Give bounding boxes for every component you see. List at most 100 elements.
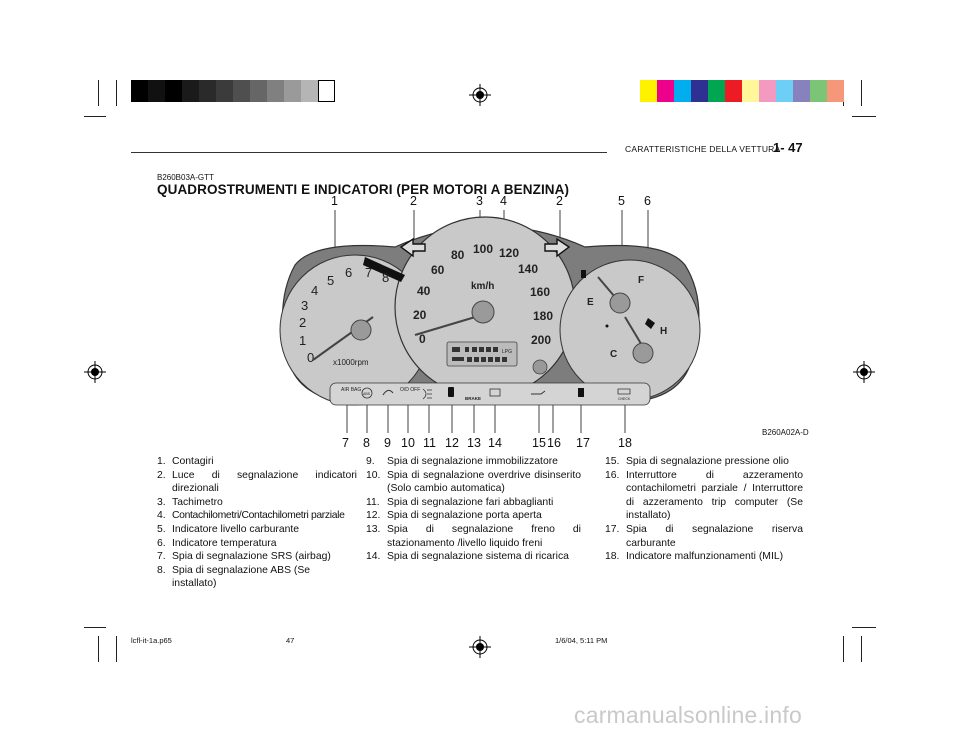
crop-mark [861, 636, 862, 662]
tach-label: 4 [311, 283, 318, 298]
callout-number: 7 [342, 436, 349, 450]
abs-light-icon [361, 387, 373, 399]
callout-number: 15 [532, 436, 546, 450]
temp-hub [632, 342, 654, 364]
fuel-icon [581, 270, 586, 278]
speed-label: 20 [413, 308, 427, 322]
temp-cold-label: C [610, 349, 617, 360]
list-item: 18.Indicatore malfunzionamenti (MIL) [605, 551, 784, 563]
fuel-empty-label: E [587, 297, 594, 308]
speed-label: 100 [473, 242, 493, 256]
turn-signal-right-icon [544, 237, 571, 258]
callout-number: 5 [618, 194, 625, 208]
watermark: carmanualsonline.info [574, 702, 802, 728]
tach-label: 6 [345, 265, 352, 280]
fuel-redzone [645, 318, 655, 329]
immobilizer-light-icon [382, 389, 394, 396]
temp-needle [624, 316, 644, 348]
list-item: 2.Luce di segnalazione indicatori direzi… [157, 469, 357, 495]
list-item: 9.Spia di segnalazione immobilizzatore [366, 456, 558, 467]
trip-reset-knob [532, 359, 548, 375]
airbag-light-label: AIR BAG [341, 387, 361, 393]
tach-hub [350, 319, 372, 341]
legend-list-column-1: 1.Contagiri 2.Luce di segnalazione indic… [157, 455, 357, 591]
list-item: 3.Tachimetro [157, 496, 223, 508]
speed-label: 180 [533, 309, 553, 323]
callout-number: 17 [576, 436, 590, 450]
speed-label: 120 [499, 246, 519, 260]
fuel-hub [609, 292, 631, 314]
crop-mark [84, 116, 106, 117]
list-item: 1.Contagiri [157, 456, 214, 467]
callout-number: 11 [423, 436, 436, 450]
tachometer-redzone [363, 257, 405, 282]
color-bar [640, 80, 844, 102]
instrument-cluster-illustration: 0 1 2 3 4 5 6 7 8 x1000rpm 0 20 40 60 80… [279, 210, 701, 433]
callout-number: 4 [500, 194, 507, 208]
callout-number: 3 [476, 194, 483, 208]
list-item: 11.Spia di segnalazione fari abbaglianti [366, 496, 554, 508]
registration-target-icon [469, 84, 491, 106]
registration-target-icon [469, 636, 491, 658]
section-title: CARATTERISTICHE DELLA VETTURA [625, 144, 781, 154]
speedo-hub [471, 300, 495, 324]
tach-label: 3 [301, 298, 308, 313]
tach-label: 2 [299, 315, 306, 330]
page-title: QUADROSTRUMENTI E INDICATORI (PER MOTORI… [157, 182, 570, 197]
tach-label: 7 [365, 265, 372, 280]
legend-list-column-2: 9.Spia di segnalazione immobilizzatore 1… [366, 455, 581, 564]
crop-mark [861, 80, 862, 106]
list-item: 12.Spia di segnalazione porta aperta [366, 510, 542, 522]
callout-number: 18 [618, 436, 632, 450]
document-code: B260B03A-GTT [157, 173, 214, 182]
registration-target-icon [84, 361, 106, 383]
crop-mark [98, 636, 99, 662]
speed-label: 0 [419, 332, 426, 346]
crop-mark [84, 627, 106, 628]
callout-number: 16 [547, 436, 561, 450]
check-engine-label: CHECK [618, 397, 631, 401]
tach-label: 5 [327, 273, 334, 288]
legend-list-column-3: 15.Spia di segnalazione pressione olio 1… [605, 455, 803, 564]
speed-label: 140 [518, 262, 538, 276]
speed-label: 200 [531, 333, 551, 347]
list-item: 15.Spia di segnalazione pressione olio [605, 456, 789, 467]
footer-filename: lcfl-it-1a.p65 [131, 636, 172, 645]
callout-number: 6 [644, 194, 651, 208]
callout-number: 2 [556, 194, 563, 208]
speed-label: 160 [530, 285, 550, 299]
crop-mark [116, 636, 117, 662]
list-item: 13.Spia di segnalazione freno di stazion… [366, 523, 581, 549]
page-number: 1- 47 [773, 140, 803, 155]
speed-label: 60 [431, 263, 445, 277]
crop-mark [852, 627, 876, 628]
registration-target-icon [853, 361, 875, 383]
callout-number: 14 [488, 436, 502, 450]
crop-mark [852, 116, 876, 117]
abs-light-label: ABS [363, 392, 371, 396]
list-item: 6.Indicatore temperatura [157, 537, 277, 549]
tach-label: 1 [299, 333, 306, 348]
list-item: 10.Spia di segnalazione overdrive disins… [366, 469, 581, 495]
od-off-light-label: O/D OFF [400, 387, 420, 393]
callout-number: 1 [331, 194, 338, 208]
high-beam-light-icon [422, 388, 432, 400]
callout-number: 8 [363, 436, 370, 450]
fuel-temp-dial [559, 259, 701, 401]
door-open-light-icon [448, 387, 454, 397]
callout-number: 2 [410, 194, 417, 208]
figure-code: B260A02A-D [762, 428, 809, 437]
tach-label: 0 [307, 350, 314, 365]
list-item: 8.Spia di segnalazione ABS (Se installat… [157, 564, 311, 590]
speed-unit: km/h [471, 281, 494, 292]
odometer-label: LPG [502, 349, 512, 355]
crop-mark [843, 636, 844, 662]
grayscale-bar [131, 80, 335, 102]
fuel-full-label: F [638, 275, 644, 286]
temp-hot-label: H [660, 326, 667, 337]
list-item: 14.Spia di segnalazione sistema di ricar… [366, 551, 569, 563]
tach-label: 8 [382, 270, 389, 285]
list-item: 4.Contachilometri/Contachilometri parzia… [157, 510, 345, 522]
oil-pressure-light-icon [531, 390, 546, 395]
footer-date: 1/6/04, 5:11 PM [555, 636, 608, 645]
